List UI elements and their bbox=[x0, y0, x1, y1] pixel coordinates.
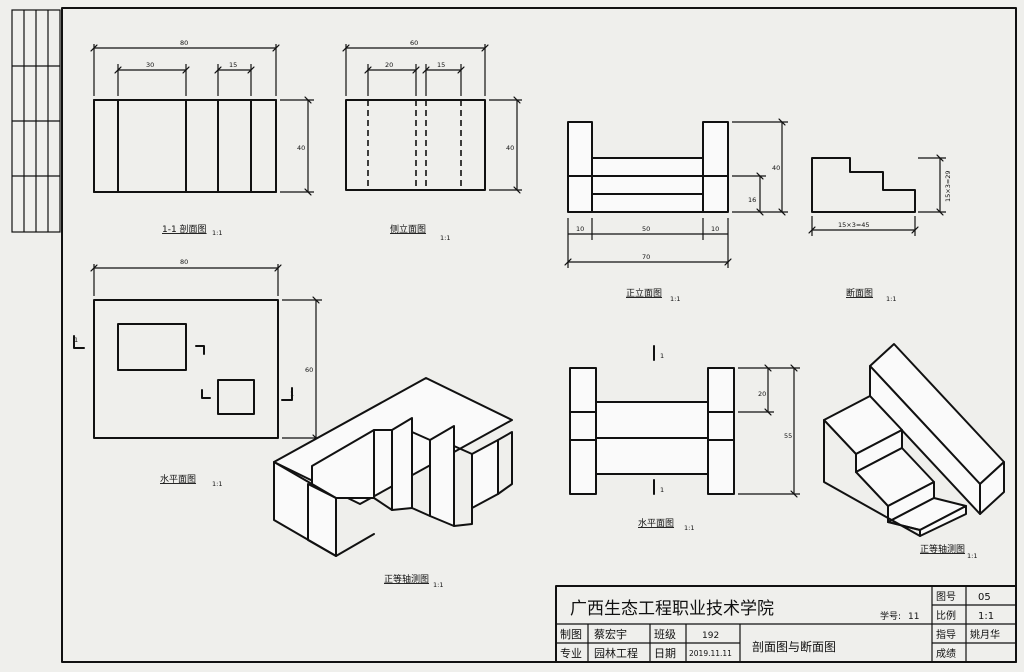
title-block: 广西生态工程职业技术学院 学号: 11 制图 蔡宏宇 班级 192 专业 园林工… bbox=[555, 585, 1017, 663]
date-value: 2019.11.11 bbox=[689, 649, 732, 658]
dim-depth: 55 bbox=[784, 432, 792, 440]
plan-view-left: 80 60 1 1 水平面图 1:1 bbox=[73, 258, 322, 488]
caption-scale: 1:1 bbox=[886, 295, 896, 303]
section-1-1-view: 80 30 15 40 1-1 剖面图 1:1 bbox=[94, 39, 314, 237]
caption-section-1-1: 1-1 剖面图 bbox=[162, 223, 207, 235]
caption-front-elevation: 正立面图 bbox=[626, 287, 662, 299]
scale-label: 比例 bbox=[936, 609, 956, 622]
isometric-view-left: 正等轴测图 1:1 bbox=[273, 377, 513, 589]
dim-width: 15×3=45 bbox=[838, 221, 870, 229]
dim-gap: 15 bbox=[229, 61, 237, 69]
class-label: 班级 bbox=[654, 628, 676, 641]
caption-plan-left: 水平面图 bbox=[160, 473, 196, 485]
cut-mark-left: 1 bbox=[74, 336, 78, 344]
caption-isometric-left: 正等轴测图 bbox=[384, 573, 429, 585]
grade-label: 成绩 bbox=[936, 647, 956, 660]
sheet-no-label: 图号 bbox=[936, 591, 956, 603]
caption-scale: 1:1 bbox=[670, 295, 680, 303]
drawn-by-label: 制图 bbox=[560, 628, 582, 641]
drawing-title: 剖面图与断面图 bbox=[752, 639, 836, 654]
caption-scale: 1:1 bbox=[440, 234, 450, 242]
school-name: 广西生态工程职业技术学院 bbox=[570, 599, 774, 619]
plan-view-right: 20 55 1 1 水平面图 1:1 bbox=[569, 345, 800, 532]
caption-scale: 1:1 bbox=[433, 581, 443, 589]
instructor-name: 姚月华 bbox=[970, 628, 1000, 641]
class-value: 192 bbox=[702, 631, 719, 641]
dim-total: 70 bbox=[642, 253, 650, 261]
isometric-view-right: 正等轴测图 1:1 bbox=[823, 343, 1005, 560]
cross-section-view: 15×3=45 15×3=29 断面图 1:1 bbox=[812, 158, 952, 303]
dim-width: 80 bbox=[180, 258, 188, 266]
caption-isometric-right: 正等轴测图 bbox=[920, 543, 965, 555]
dim-width: 80 bbox=[180, 39, 188, 47]
dim-opening: 30 bbox=[146, 61, 154, 69]
dim-height: 40 bbox=[297, 144, 305, 152]
dim-step: 16 bbox=[748, 196, 756, 204]
dim-height: 15×3=29 bbox=[944, 170, 952, 202]
dim-height: 40 bbox=[772, 164, 780, 172]
dim-depth: 60 bbox=[305, 366, 313, 374]
student-id: 11 bbox=[908, 612, 919, 622]
date-label: 日期 bbox=[654, 647, 676, 660]
major-value: 园林工程 bbox=[594, 646, 638, 660]
major-label: 专业 bbox=[560, 646, 582, 660]
dim-width: 60 bbox=[410, 39, 418, 47]
student-id-label: 学号: bbox=[880, 610, 901, 622]
instructor-label: 指导 bbox=[936, 628, 956, 641]
scale-value: 1:1 bbox=[978, 611, 994, 622]
cut-mark-bottom: 1 bbox=[660, 486, 664, 494]
side-elevation-view: 60 20 15 40 侧立面图 1:1 bbox=[346, 39, 522, 242]
cut-mark-right: 1 bbox=[290, 390, 294, 398]
caption-scale: 1:1 bbox=[684, 524, 694, 532]
binding-strip bbox=[11, 9, 61, 233]
caption-plan-right: 水平面图 bbox=[638, 517, 674, 529]
dim-left: 20 bbox=[385, 61, 393, 69]
caption-scale: 1:1 bbox=[967, 552, 977, 560]
drawn-by: 蔡宏宇 bbox=[594, 627, 627, 641]
sheet-no: 05 bbox=[978, 592, 991, 603]
dim-right: 15 bbox=[437, 61, 445, 69]
dim-front: 20 bbox=[758, 390, 766, 398]
dim-mid: 50 bbox=[642, 225, 650, 233]
caption-side-elevation: 侧立面图 bbox=[390, 223, 426, 235]
dim-left: 10 bbox=[576, 225, 584, 233]
caption-scale: 1:1 bbox=[212, 480, 222, 488]
cut-mark-top: 1 bbox=[660, 352, 664, 360]
front-elevation-view: 40 16 10 50 10 70 正立面图 1:1 bbox=[568, 122, 788, 303]
drawing-border bbox=[61, 7, 1017, 663]
dim-right: 10 bbox=[711, 225, 719, 233]
caption-cross-section: 断面图 bbox=[846, 287, 873, 299]
dim-height: 40 bbox=[506, 144, 514, 152]
caption-scale: 1:1 bbox=[212, 229, 222, 237]
